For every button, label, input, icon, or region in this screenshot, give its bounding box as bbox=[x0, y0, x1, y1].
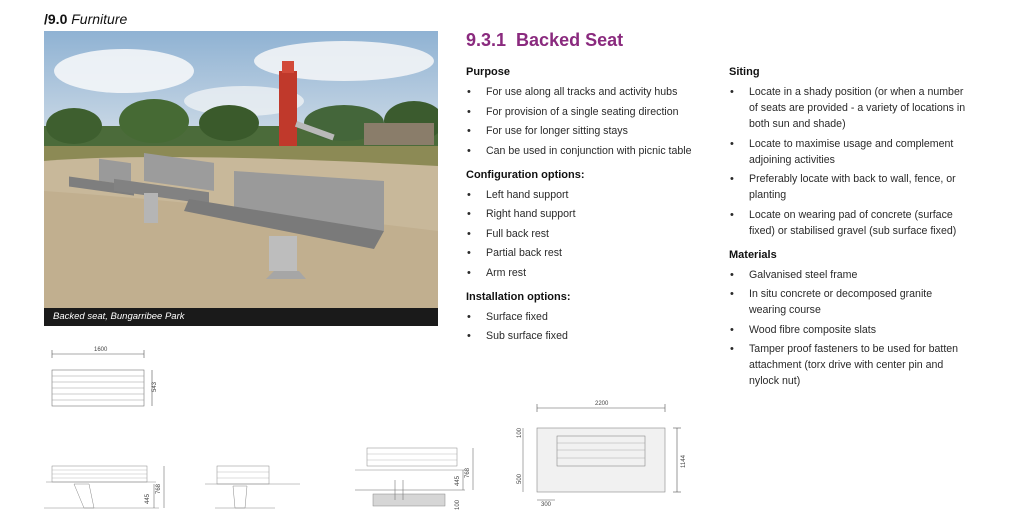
purpose-list: For use along all tracks and activity hu… bbox=[466, 84, 706, 159]
list-item: Locate to maximise usage and complement … bbox=[729, 136, 969, 168]
pad-edge-label: 300 bbox=[541, 502, 552, 508]
heading-title: Backed Seat bbox=[516, 30, 624, 50]
plan-depth-label: 543 bbox=[152, 381, 158, 392]
pad-width-label: 2200 bbox=[595, 401, 609, 407]
list-item: For use along all tracks and activity hu… bbox=[466, 84, 706, 100]
list-item: Tamper proof fasteners to be used for ba… bbox=[729, 341, 969, 389]
photo-caption: Backed seat, Bungarribee Park bbox=[44, 308, 438, 326]
heading-number: 9.3.1 bbox=[466, 30, 507, 50]
list-item: Right hand support bbox=[466, 206, 706, 222]
pad-plan-drawing: 2200 100 500 1144 300 bbox=[517, 401, 687, 508]
pad-depth-label: 1144 bbox=[681, 454, 687, 468]
list-item: Full back rest bbox=[466, 226, 706, 242]
left-text-column: Purpose For use along all tracks and act… bbox=[466, 64, 706, 352]
elev-total-height-label: 768 bbox=[156, 483, 162, 494]
plan-width-label: 1600 bbox=[94, 347, 108, 353]
list-item: Surface fixed bbox=[466, 309, 706, 325]
materials-list: Galvanised steel frame In situ concrete … bbox=[729, 267, 969, 390]
list-item: Partial back rest bbox=[466, 245, 706, 261]
section-number: /9.0 bbox=[44, 11, 68, 27]
sub-total-height-label: 768 bbox=[465, 467, 471, 478]
section-name: Furniture bbox=[71, 11, 128, 27]
materials-title: Materials bbox=[729, 248, 777, 261]
list-item: Left hand support bbox=[466, 187, 706, 203]
list-item: In situ concrete or decomposed granite w… bbox=[729, 286, 969, 318]
right-text-column: Siting Locate in a shady position (or wh… bbox=[729, 64, 969, 397]
subsurface-elevation-drawing: 445 768 100 bbox=[355, 447, 474, 510]
sub-seat-height-label: 445 bbox=[455, 475, 461, 486]
list-item: Locate in a shady position (or when a nu… bbox=[729, 84, 969, 132]
list-item: For use for longer sitting stays bbox=[466, 123, 706, 139]
configuration-title: Configuration options: bbox=[466, 168, 585, 181]
list-item: Preferably locate with back to wall, fen… bbox=[729, 171, 969, 203]
configuration-list: Left hand support Right hand support Ful… bbox=[466, 187, 706, 281]
installation-list: Surface fixed Sub surface fixed bbox=[466, 309, 706, 345]
sub-footing-label: 100 bbox=[455, 499, 461, 510]
side-elevation-drawing: 445 768 bbox=[44, 465, 165, 509]
list-item: Wood fibre composite slats bbox=[729, 322, 969, 338]
section-title: /9.0 Furniture bbox=[44, 11, 127, 27]
end-elevation-drawing bbox=[205, 465, 300, 509]
purpose-title: Purpose bbox=[466, 66, 511, 78]
list-item: For provision of a single seating direct… bbox=[466, 104, 706, 120]
list-item: Can be used in conjunction with picnic t… bbox=[466, 143, 706, 159]
siting-title: Siting bbox=[729, 66, 760, 78]
list-item: Galvanised steel frame bbox=[729, 267, 969, 283]
page-heading: 9.3.1 Backed Seat bbox=[466, 30, 623, 51]
elev-seat-height-label: 445 bbox=[145, 493, 151, 504]
installation-title: Installation options: bbox=[466, 290, 571, 303]
siting-list: Locate in a shady position (or when a nu… bbox=[729, 84, 969, 239]
list-item: Locate on wearing pad of concrete (surfa… bbox=[729, 207, 969, 239]
list-item: Sub surface fixed bbox=[466, 328, 706, 344]
plan-drawing: 1600 543 bbox=[51, 347, 158, 407]
bench-photo: Backed seat, Bungarribee Park bbox=[44, 31, 438, 326]
pad-offset-label: 500 bbox=[517, 473, 523, 484]
list-item: Arm rest bbox=[466, 265, 706, 281]
pad-top-label: 100 bbox=[517, 427, 523, 438]
bench-photo-image bbox=[44, 31, 438, 326]
